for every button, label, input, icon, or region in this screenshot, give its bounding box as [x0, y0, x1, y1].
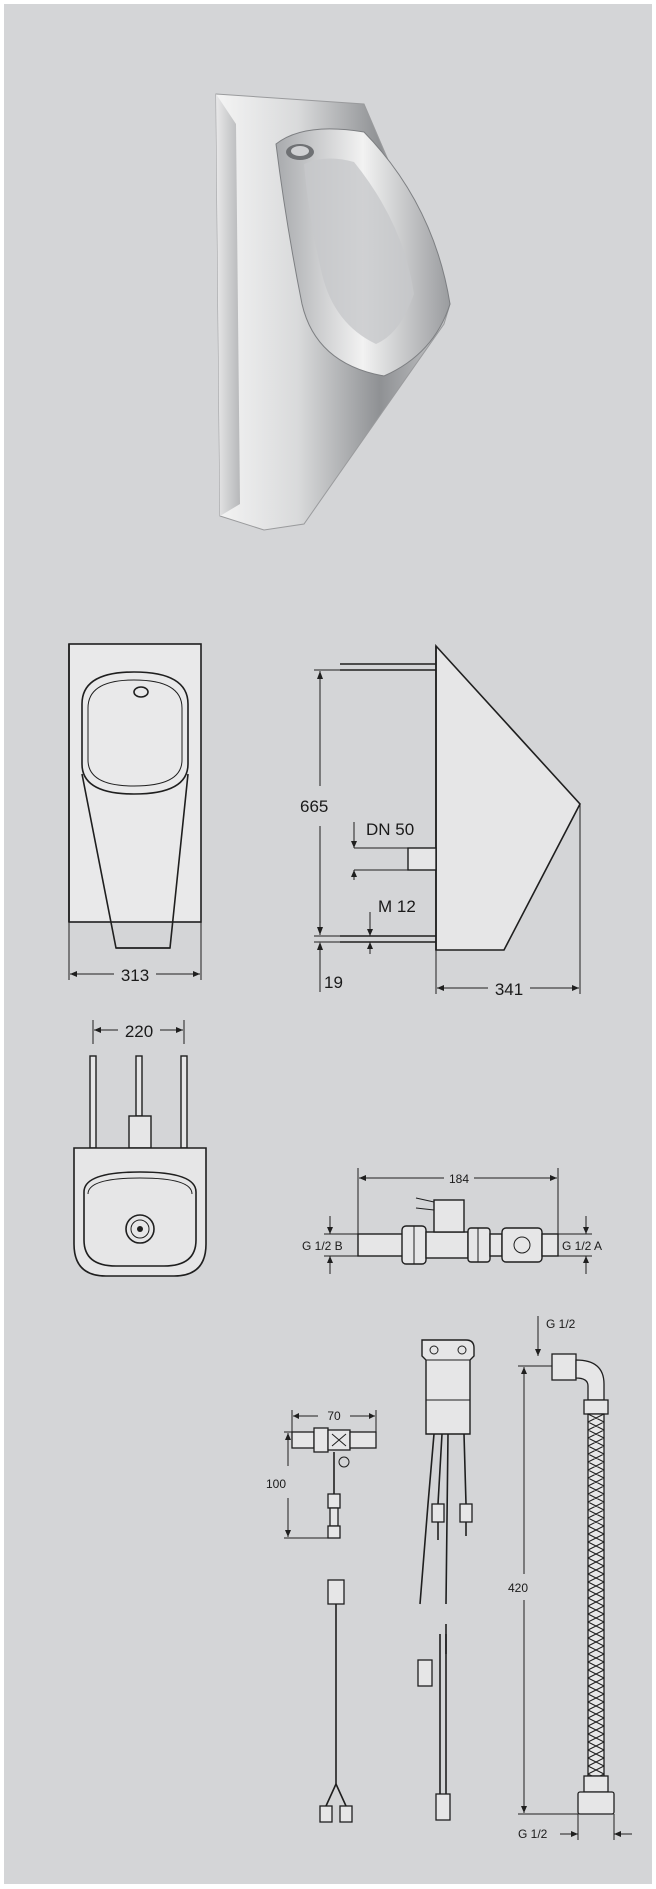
front-view: 313 [68, 643, 202, 985]
valve-assembly: 184 G 1/2 B G 1/2 A [302, 1168, 602, 1274]
valve-inlet-label: G 1/2 B [302, 1239, 343, 1253]
outlet-size-label: DN 50 [366, 820, 414, 839]
drawing-canvas: 313 665 DN 50 M 12 19 [68, 93, 632, 1841]
connector-width-label: 70 [327, 1409, 341, 1423]
connector-part: 70 100 [266, 1409, 377, 1539]
side-view: 665 DN 50 M 12 19 341 [300, 643, 581, 999]
top-width-label: 220 [125, 1022, 153, 1041]
bolt-size-label: M 12 [378, 897, 416, 916]
valve-outlet-label: G 1/2 A [562, 1239, 602, 1253]
side-depth-label: 341 [495, 980, 523, 999]
control-box [417, 1339, 475, 1821]
top-view: 220 [73, 1020, 207, 1277]
connector-height-label: 100 [266, 1477, 286, 1491]
flex-hose: G 1/2 420 G 1/2 [508, 1316, 632, 1841]
hose-bottom-label: G 1/2 [518, 1827, 548, 1841]
urinal-photo [215, 93, 451, 531]
side-height-label: 665 [300, 797, 328, 816]
spec-sheet: 313 665 DN 50 M 12 19 [4, 4, 652, 1884]
front-width-label: 313 [121, 966, 149, 985]
hose-top-label: G 1/2 [546, 1317, 576, 1331]
valve-length-label: 184 [449, 1172, 469, 1186]
offset-label: 19 [324, 973, 343, 992]
hose-length-label: 420 [508, 1581, 528, 1595]
sensor-cable [319, 1579, 353, 1823]
